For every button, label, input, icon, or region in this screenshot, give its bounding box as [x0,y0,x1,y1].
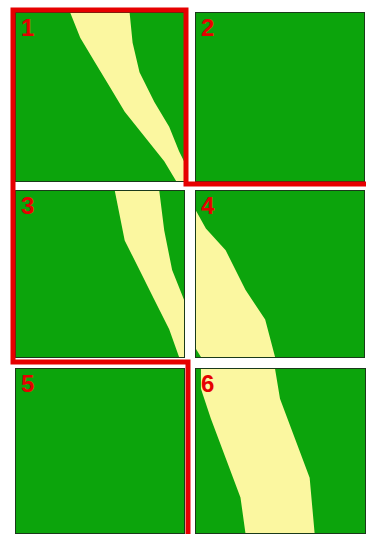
river-band [16,13,184,181]
tile-number: 2 [201,16,214,40]
map-tile: 3 [15,190,185,358]
tile-number: 6 [201,372,214,396]
map-tile: 1 [15,12,185,182]
tile-number: 4 [201,194,214,218]
tile-number: 5 [21,372,34,396]
river-band [16,191,184,357]
map-tile: 5 [15,368,185,534]
tile-number: 3 [21,194,34,218]
map-tile: 6 [195,368,366,534]
red-border-line [13,10,366,534]
river-shape [201,369,315,533]
river-shape [196,211,275,357]
river-band [196,191,364,357]
river-shape [115,191,184,357]
map-tile: 4 [195,190,365,358]
river-band [196,369,365,533]
tile-number: 1 [21,16,34,40]
river-shape [70,13,184,181]
map-tile: 2 [195,12,365,182]
